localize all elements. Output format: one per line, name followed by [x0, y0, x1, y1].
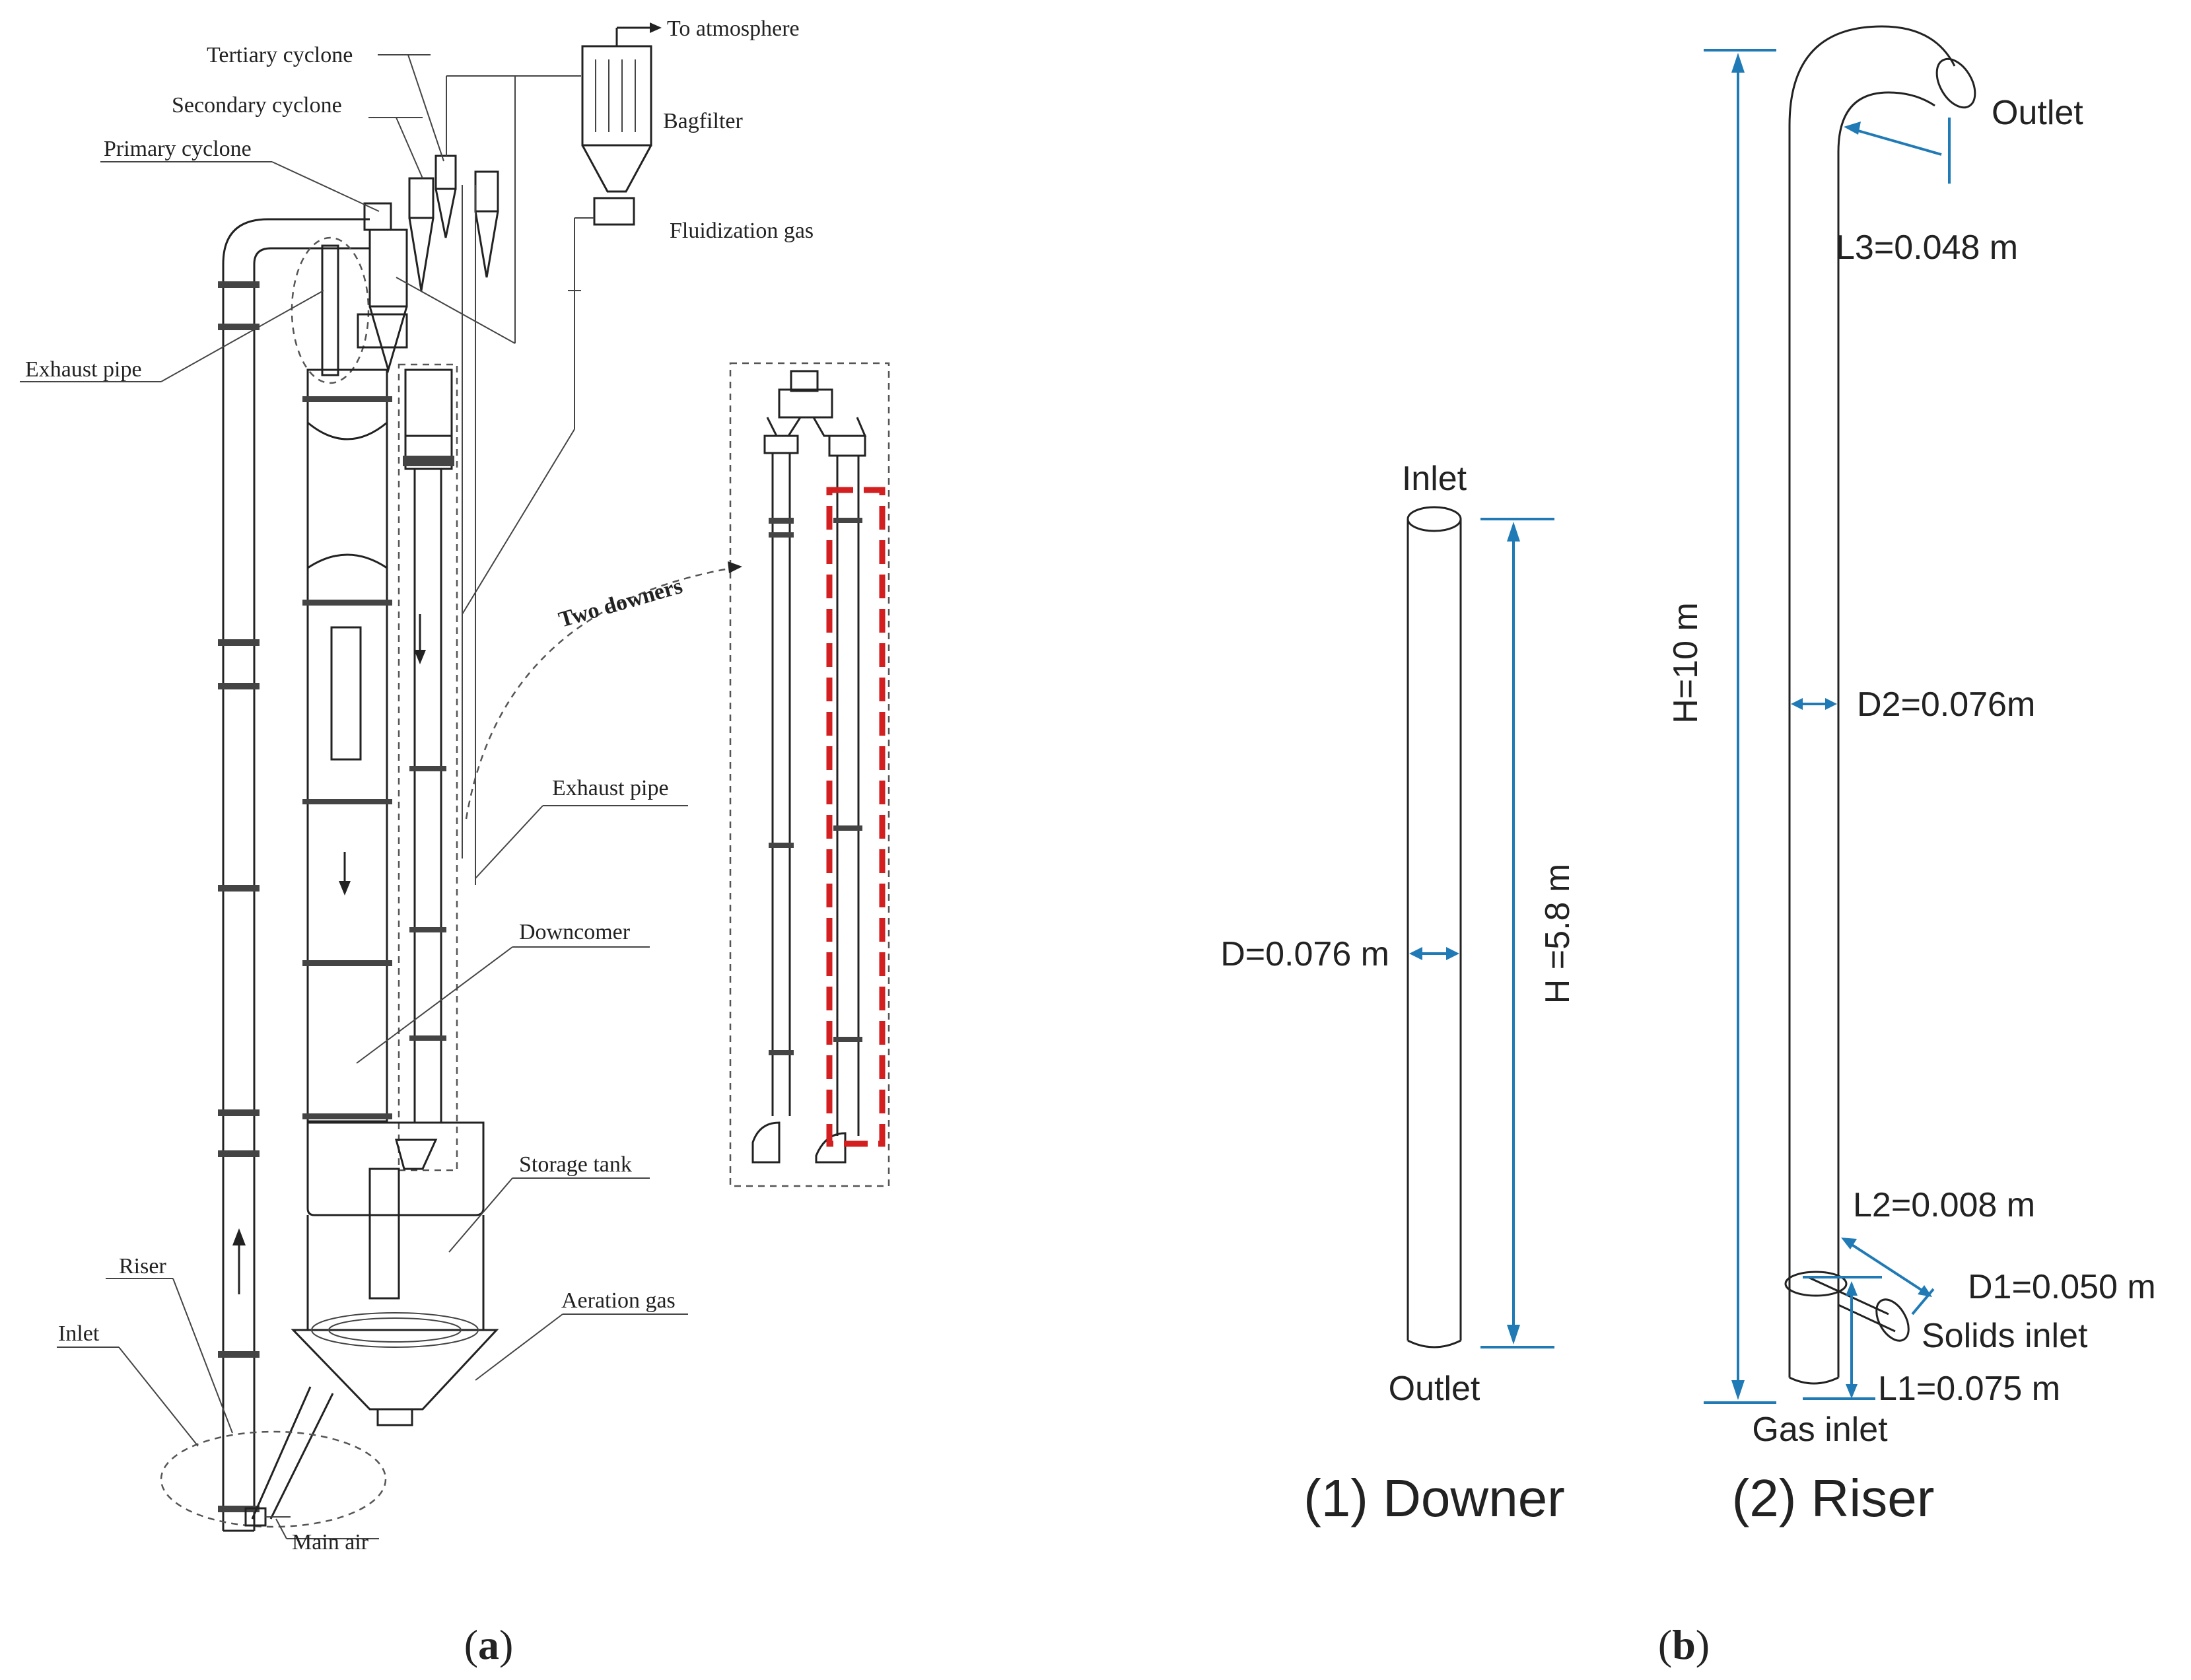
- label-inlet: Inlet: [58, 1321, 100, 1346]
- label-primary-cyclone: Primary cyclone: [104, 137, 252, 161]
- cyclones: [357, 75, 581, 885]
- label-to-atmosphere: To atmosphere: [667, 17, 800, 41]
- two-downers-pointer: [465, 567, 734, 820]
- label-riser: Riser: [119, 1254, 166, 1278]
- riser-tube: [1784, 25, 1976, 1385]
- riser-height-label: H=10 m: [1667, 602, 1705, 724]
- riser-d2-label: D2=0.076m: [1857, 685, 2035, 724]
- panel-b-geometry: Inlet Outlet D=0.076 m H =5.8 m (1) Down…: [1220, 25, 2156, 1668]
- label-main-air: Main air: [292, 1530, 369, 1555]
- label-downcomer: Downcomer: [519, 920, 631, 944]
- panel-a-schematic: To atmosphere Tertiary cyclone Secondary…: [20, 17, 890, 1668]
- label-tertiary-cyclone: Tertiary cyclone: [207, 43, 353, 67]
- label-aeration-gas: Aeration gas: [561, 1288, 676, 1313]
- bagfilter-unit: [462, 22, 662, 615]
- storage-tank: [160, 1121, 499, 1528]
- exhaust-pipe-left-element: [291, 236, 370, 384]
- highlighted-downer: [826, 487, 886, 1147]
- label-secondary-cyclone: Secondary cyclone: [172, 93, 342, 118]
- downer-tube: [1407, 506, 1462, 1348]
- riser-l1-label: L1=0.075 m: [1878, 1370, 2060, 1408]
- label-exhaust-pipe-left: Exhaust pipe: [25, 357, 142, 382]
- riser-title: (2) Riser: [1732, 1469, 1935, 1527]
- riser-l2-label: L2=0.008 m: [1853, 1186, 2035, 1224]
- downer-height-label: H =5.8 m: [1539, 864, 1577, 1004]
- label-fluidization-gas: Fluidization gas: [670, 219, 814, 243]
- downer-column: [395, 363, 458, 1172]
- two-downers-inset: [729, 362, 890, 1187]
- downer-diameter-label: D=0.076 m: [1220, 935, 1389, 973]
- riser-d1-label: D1=0.050 m: [1968, 1268, 2156, 1306]
- label-bagfilter: Bagfilter: [663, 109, 744, 133]
- riser-outlet-label: Outlet: [1992, 94, 2083, 132]
- leader-lines: [20, 54, 688, 1539]
- downcomer-vessel: [302, 368, 392, 1123]
- downer-title: (1) Downer: [1304, 1469, 1565, 1527]
- panel-b-caption: (b): [1658, 1621, 1710, 1668]
- panel-a-caption: (a): [464, 1621, 514, 1668]
- downer-inlet-label: Inlet: [1402, 460, 1467, 498]
- riser-pipe: [218, 218, 370, 1532]
- label-exhaust-pipe-right: Exhaust pipe: [552, 776, 669, 800]
- downer-height-dimension: [1480, 518, 1554, 1348]
- label-storage-tank: Storage tank: [519, 1152, 632, 1177]
- riser-l3-label: L3=0.048 m: [1836, 228, 2018, 267]
- riser-dimensions: [1704, 49, 1951, 1404]
- riser-solids-inlet-label: Solids inlet: [1922, 1317, 2088, 1355]
- downer-diameter-dimension: [1409, 947, 1459, 960]
- label-two-downers: Two downers: [556, 574, 685, 633]
- riser-gas-inlet-label: Gas inlet: [1752, 1411, 1888, 1449]
- downer-outlet-label: Outlet: [1389, 1370, 1480, 1408]
